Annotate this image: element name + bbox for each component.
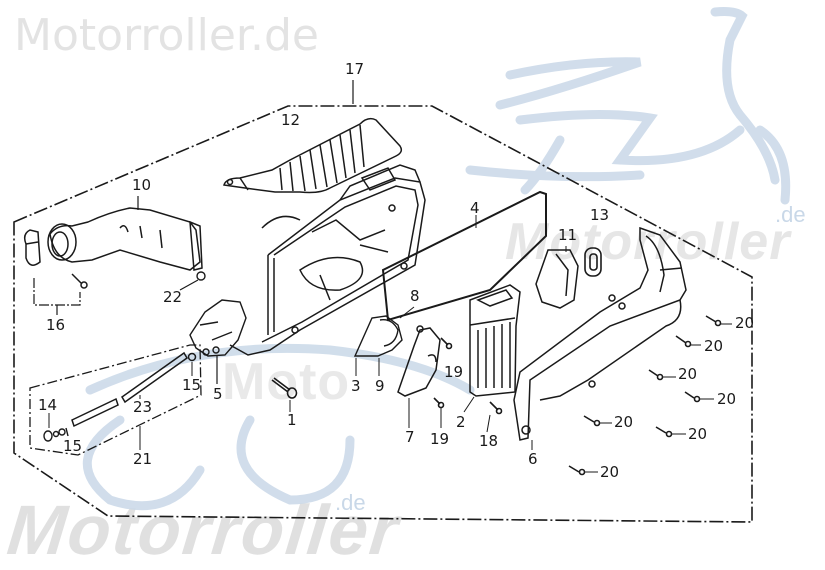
callout-1: 1 [287, 411, 297, 429]
part-20-screws [568, 315, 732, 476]
bracket-16 [33, 278, 81, 306]
part-2-filter-element [469, 284, 521, 397]
leader-18 [486, 414, 491, 433]
part-14-plug [43, 427, 69, 442]
callout-8: 8 [410, 287, 420, 305]
leader-22 [179, 279, 199, 291]
part-11-bracket [535, 249, 579, 309]
watermark-top: Motorroller.de [14, 10, 319, 61]
leader-2 [463, 396, 475, 413]
part-18-screw [489, 401, 503, 415]
assembly-boundary [13, 105, 753, 523]
callout-23: 23 [133, 398, 153, 416]
callout-20c: 20 [678, 365, 698, 383]
part-6-outer-cover [513, 226, 687, 441]
bracket-21 [29, 344, 202, 456]
part-23-drain-tube [71, 351, 197, 428]
callout-20e: 20 [614, 413, 634, 431]
callout-16: 16 [46, 316, 66, 334]
part-19-screws [433, 337, 453, 409]
leader-8 [399, 306, 415, 319]
callout-10: 10 [132, 176, 152, 194]
part-7-cover [397, 325, 441, 397]
callout-7: 7 [405, 428, 415, 446]
callout-21: 21 [133, 450, 153, 468]
callout-9: 9 [375, 377, 385, 395]
callout-17: 17 [345, 60, 365, 78]
callout-3: 3 [351, 377, 361, 395]
callout-5: 5 [213, 385, 223, 403]
callout-19a: 19 [444, 363, 464, 381]
watermark-mid-suffix: .de [775, 202, 806, 227]
callout-6: 6 [528, 450, 538, 468]
part-4-seal-gasket [381, 190, 547, 322]
watermark-center: Moto [222, 353, 351, 411]
watermark-mid: Motorroller [505, 213, 791, 271]
watermark-bottom-suffix: .de [335, 490, 366, 515]
callout-20b: 20 [704, 337, 724, 355]
callout-20a: 20 [735, 314, 755, 332]
part-8-cap [353, 315, 403, 357]
part-22-nut [196, 271, 206, 281]
part-12-intake-bellows [223, 117, 403, 194]
callout-18: 18 [479, 432, 499, 450]
part-airbox-housing [229, 164, 426, 356]
part-10-intake-hose [47, 207, 203, 271]
part-1-bolt [271, 377, 298, 399]
callout-20g: 20 [600, 463, 620, 481]
callout-15a: 15 [182, 376, 202, 394]
callout-13: 13 [590, 206, 610, 224]
callout-12: 12 [281, 111, 301, 129]
callout-2: 2 [456, 413, 466, 431]
callout-19b: 19 [430, 430, 450, 448]
callout-15b: 15 [63, 437, 83, 455]
callout-22: 22 [163, 288, 183, 306]
callout-4: 4 [470, 199, 480, 217]
callout-14: 14 [38, 396, 58, 414]
callout-20f: 20 [688, 425, 708, 443]
callout-11: 11 [558, 226, 578, 244]
part-5-bracket [189, 299, 247, 357]
part-16-clamp [23, 229, 88, 289]
part-13-oring [584, 247, 602, 277]
scooter-watermark-icon [82, 7, 791, 511]
callout-20d: 20 [717, 390, 737, 408]
